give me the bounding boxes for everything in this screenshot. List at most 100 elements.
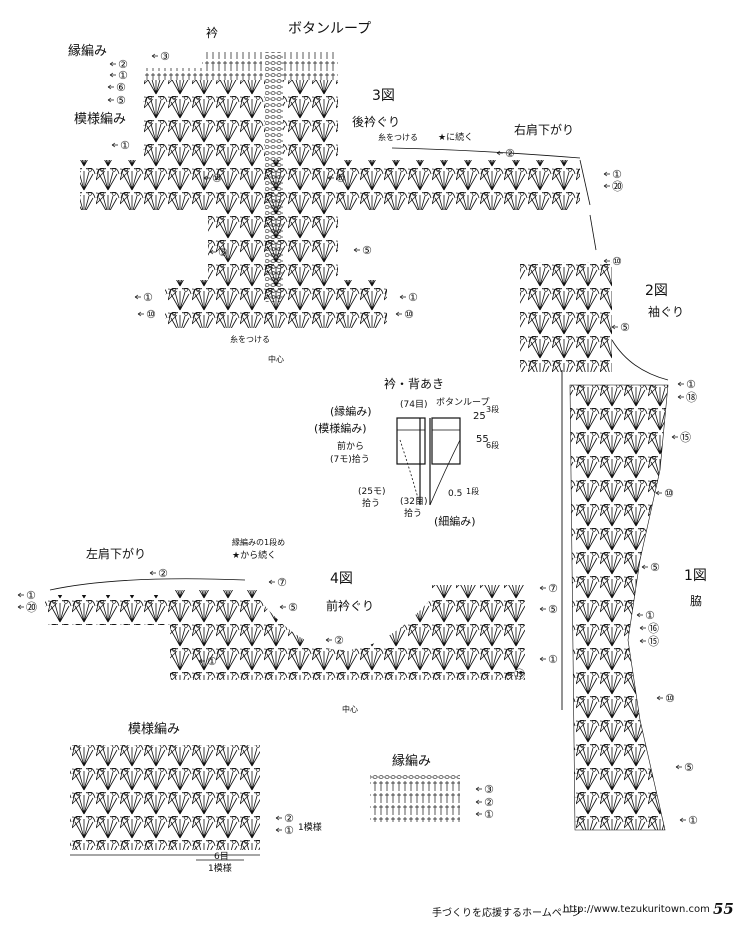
diagram-label-inset-title: 衿・背あき [384, 376, 444, 391]
diagram-label-swatch-1moyo2: 1模様 [208, 862, 232, 874]
diagram-label-inset-55: 55 [476, 434, 489, 445]
row-number-marker: ② [118, 58, 128, 71]
row-number-marker: ⑯ [648, 622, 659, 635]
diagram-label-edge-first-row: 縁編みの1段め [232, 537, 285, 547]
diagram-label-fig2: 2図 [645, 283, 668, 299]
diagram-label-button-loop: ボタンループ [288, 21, 371, 37]
row-number-marker: ⑮ [648, 635, 659, 648]
arrow-icon [399, 294, 406, 300]
arrow-icon [539, 585, 546, 591]
row-number-marker: ⑩ [146, 308, 156, 321]
diagram-label-continue-from-star: ★から続く [232, 549, 276, 561]
diagram-label-inset-fine: (細編み) [434, 514, 476, 528]
arrow-icon [279, 604, 286, 610]
row-number-marker: ⑤ [362, 244, 372, 257]
diagram-label-back-neck: 後衿ぐり [352, 114, 400, 129]
diagram-label-inset-7mo: (7モ)拾う [330, 453, 370, 465]
arrow-icon [325, 637, 332, 643]
arrow-icon [496, 150, 503, 156]
row-number-marker: ① [207, 655, 217, 668]
row-number-marker: ① [484, 808, 494, 821]
arrow-icon [353, 247, 360, 253]
arrow-icon [17, 592, 24, 598]
row-number-marker: ⑩ [336, 172, 346, 185]
arrow-icon [679, 817, 686, 823]
arrow-icon [17, 604, 24, 610]
diagram-label-inset-from-front: 前から [337, 440, 364, 452]
row-number-marker: ② [484, 796, 494, 809]
row-number-marker: ① [612, 168, 622, 181]
figure-4-shape [45, 578, 525, 680]
diagram-label-inset-pick2: 拾う [404, 507, 422, 519]
row-number-marker: ① [645, 609, 655, 622]
row-number-marker: ① [118, 69, 128, 82]
row-number-marker: ⑱ [686, 391, 697, 404]
diagram-label-inset-05: 0.5 [448, 489, 462, 499]
arrow-icon [677, 394, 684, 400]
diagram-label-attach-yarn: 糸をつける [230, 334, 270, 344]
row-number-marker: ⑩ [612, 255, 622, 268]
pattern-swatch [70, 745, 260, 861]
row-number-marker: ⑮ [514, 668, 525, 681]
diagram-label-inset-6dan: 6段 [486, 440, 499, 450]
arrow-icon [107, 84, 114, 90]
diagram-label-edge-swatch-title: 縁編み [392, 753, 431, 769]
arrow-icon [209, 249, 216, 255]
row-number-marker: ② [158, 567, 168, 580]
diagram-label-side: 脇 [690, 594, 702, 608]
diagram-label-right-shoulder: 右肩下がり [514, 122, 574, 137]
inset-schematic [396, 417, 461, 506]
row-number-marker: ⑩ [404, 308, 414, 321]
diagram-label-continue-star: ★に続く [438, 131, 473, 143]
diagram-label-swatch-6me: 6目 [214, 851, 229, 862]
footer-url[interactable]: http://www.tezukuritown.com [563, 904, 710, 915]
diagram-label-inset-32: (32目) [400, 496, 427, 507]
row-number-marker: ⑤ [116, 94, 126, 107]
row-number-marker: ⑤ [620, 321, 630, 334]
diagram-label-center: 中心 [268, 354, 284, 364]
arrow-icon [395, 311, 402, 317]
footer-text: 手づくりを応援するホームページ [432, 908, 582, 919]
arrow-icon [505, 671, 512, 677]
arrow-icon [475, 799, 482, 805]
row-number-marker: ① [688, 814, 698, 827]
diagram-label-fig1: 1図 [684, 568, 707, 584]
row-number-marker: ⑩ [664, 487, 674, 500]
row-number-marker: ⑮ [680, 431, 691, 444]
diagram-label-inset-3dan: 3段 [486, 404, 499, 414]
crochet-diagram: 衿ボタンループ縁編み模様編み3図後衿ぐり糸をつける★に続く右肩下がり糸をつける中… [17, 21, 707, 874]
arrow-icon [198, 658, 205, 664]
diagram-label-fig4: 4図 [330, 571, 353, 587]
row-number-marker: ⑩ [212, 172, 222, 185]
arrow-icon [107, 97, 114, 103]
arrow-icon [611, 324, 618, 330]
row-number-marker: ③ [484, 783, 494, 796]
diagram-label-edge-stitch: 縁編み [68, 43, 107, 59]
arrow-icon [603, 258, 610, 264]
diagram-label-inset-loop: ボタンループ [436, 397, 489, 408]
diagram-label-fig3: 3図 [372, 88, 395, 104]
arrow-icon [109, 61, 116, 67]
arrow-icon [275, 827, 282, 833]
diagram-label-swatch-title: 模様編み [128, 721, 180, 737]
arrow-icon [603, 183, 610, 189]
diagram-label-pattern-stitch: 模様編み [74, 111, 126, 127]
arrow-icon [603, 171, 610, 177]
edge-swatch [370, 774, 460, 822]
arrow-icon [639, 638, 646, 644]
arrow-icon [636, 612, 643, 618]
arrow-icon [641, 564, 648, 570]
arrow-icon [677, 381, 684, 387]
arrow-icon [639, 625, 646, 631]
arrow-icon [475, 786, 482, 792]
arrow-icon [268, 579, 275, 585]
diagram-label-armhole: 袖ぐり [648, 304, 684, 319]
row-number-marker: ① [26, 589, 36, 602]
row-number-marker: ⑩ [665, 692, 675, 705]
row-number-marker: ⑳ [26, 601, 37, 614]
row-number-marker: ⑤ [288, 601, 298, 614]
row-number-marker: ⑤ [218, 246, 228, 259]
diagram-label-inset-pattern: (模様編み) [314, 421, 367, 435]
row-number-marker: ① [548, 653, 558, 666]
